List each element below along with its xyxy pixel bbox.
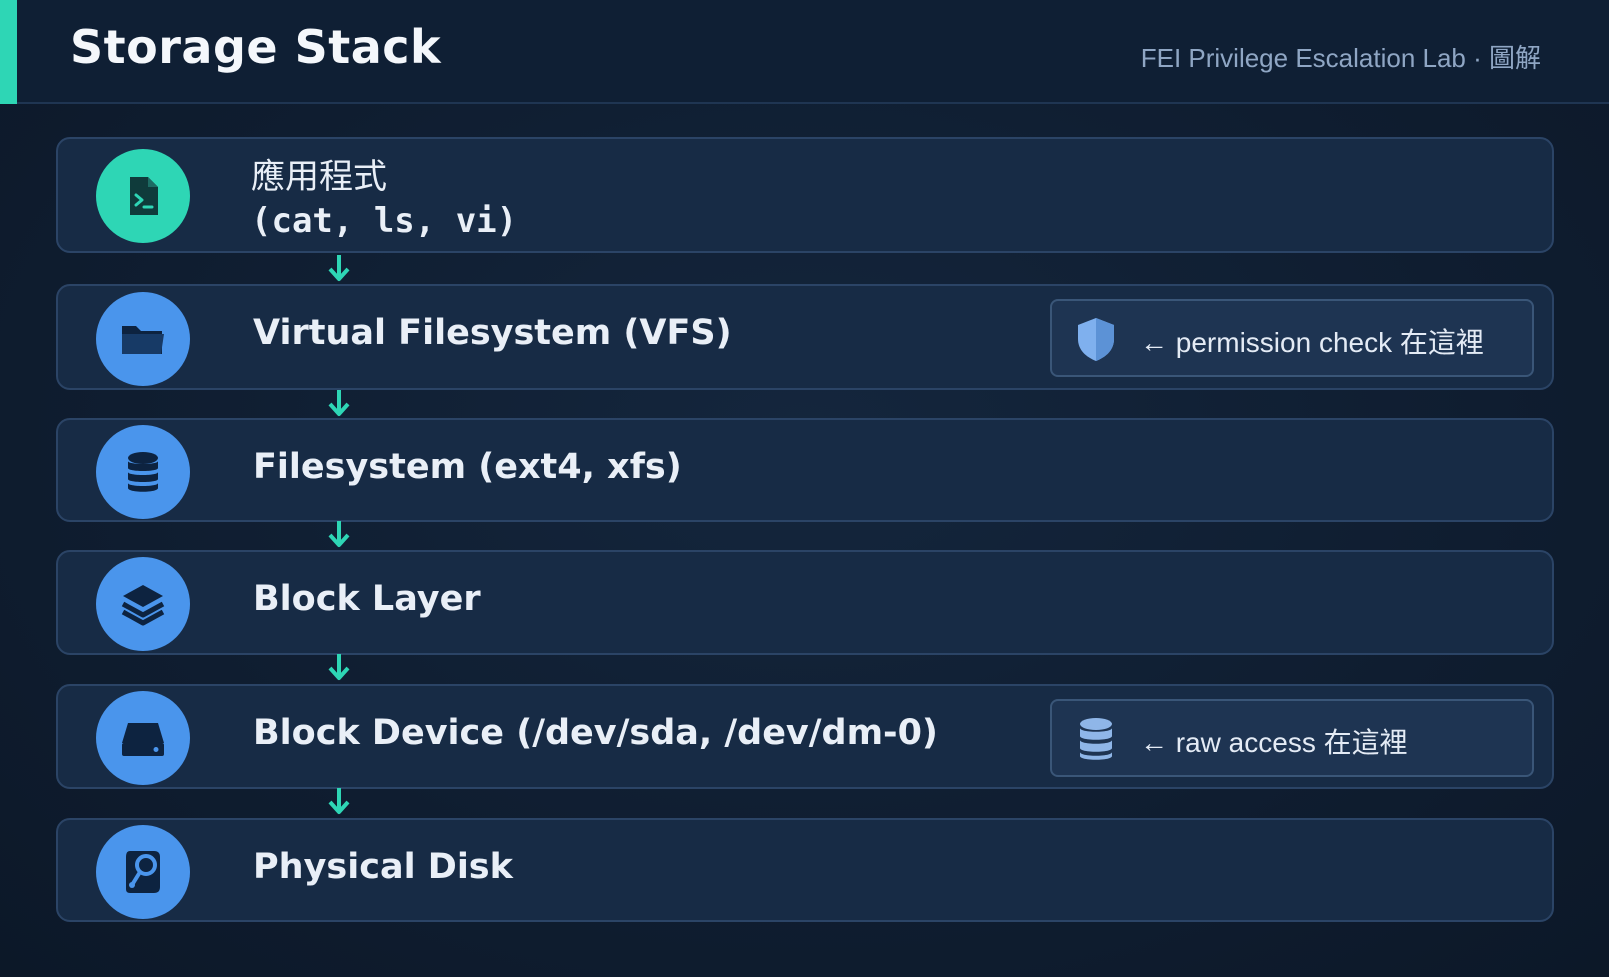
down-arrow-icon xyxy=(328,521,350,547)
page-subtitle: FEI Privilege Escalation Lab · 圖解 xyxy=(1140,43,1541,73)
layer-label: Block Device (/dev/sda, /dev/dm-0) xyxy=(253,713,938,753)
layer-vfs: Virtual Filesystem (VFS) ← permission ch… xyxy=(56,284,1554,390)
down-arrow-icon xyxy=(328,390,350,416)
layer-label-zh: 應用程式 xyxy=(251,157,387,197)
header-accent-bar xyxy=(0,0,17,104)
note-text: ← raw access 在這裡 xyxy=(1140,727,1408,758)
down-arrow-icon xyxy=(328,788,350,814)
layer-label: Virtual Filesystem (VFS) xyxy=(253,313,732,353)
permission-check-note: ← permission check 在這裡 xyxy=(1050,299,1534,377)
database-icon xyxy=(1080,718,1112,760)
database-icon xyxy=(96,425,190,519)
down-arrow-icon xyxy=(328,255,350,281)
drive-icon xyxy=(96,691,190,785)
page-title: Storage Stack xyxy=(70,20,442,74)
raw-access-note: ← raw access 在這裡 xyxy=(1050,699,1534,777)
layer-label: Block Layer xyxy=(253,579,481,619)
layer-physical-disk: Physical Disk xyxy=(56,818,1554,922)
layer-label: Filesystem (ext4, xfs) xyxy=(253,447,682,487)
shield-icon xyxy=(1078,318,1114,361)
layer-block-device: Block Device (/dev/sda, /dev/dm-0) ← raw… xyxy=(56,684,1554,789)
hard-disk-icon xyxy=(96,825,190,919)
layer-application: 應用程式 (cat, ls, vi) xyxy=(56,137,1554,253)
down-arrow-icon xyxy=(328,654,350,680)
layer-block: Block Layer xyxy=(56,550,1554,655)
header-bar: Storage Stack FEI Privilege Escalation L… xyxy=(0,0,1609,104)
layers-icon xyxy=(96,557,190,651)
layer-label-text: Filesystem (ext4, xfs) xyxy=(253,447,682,487)
layer-label-commands: (cat, ls, vi) xyxy=(251,201,518,241)
note-text: ← permission check 在這裡 xyxy=(1140,327,1484,358)
layer-label: Physical Disk xyxy=(253,847,513,887)
folder-icon xyxy=(96,292,190,386)
terminal-file-icon xyxy=(96,149,190,243)
layer-filesystem: Filesystem (ext4, xfs) xyxy=(56,418,1554,522)
